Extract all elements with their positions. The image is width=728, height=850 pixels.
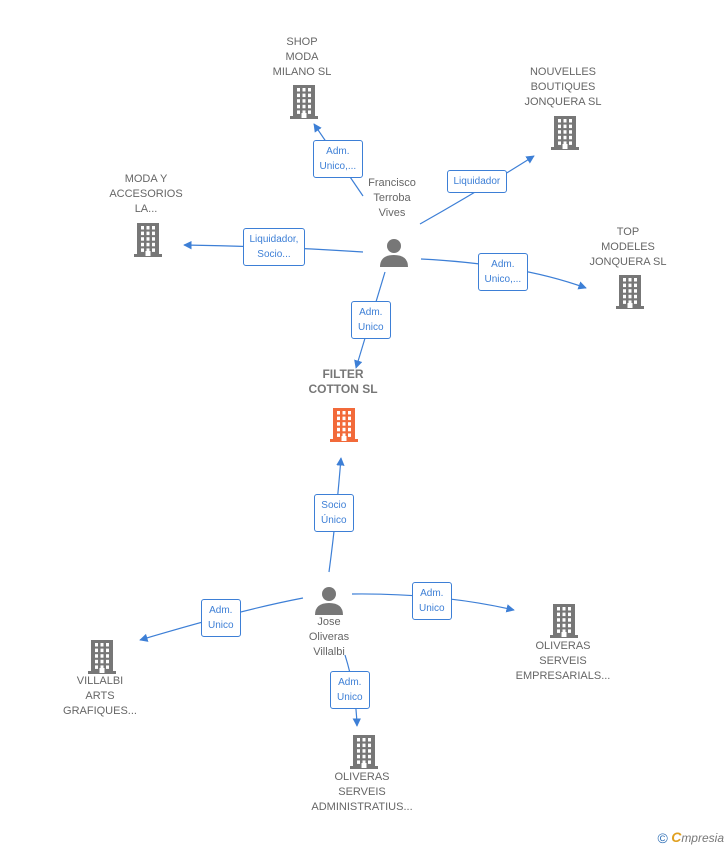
brand-name: mpresia [681, 831, 724, 845]
copyright-icon: © [657, 830, 668, 846]
node-label: FILTER COTTON SL [308, 367, 378, 396]
node-label: OLIVERAS SERVEIS ADMINISTRATIUS... [311, 771, 413, 813]
edge-label[interactable]: Adm. Unico [201, 599, 241, 637]
edge-label[interactable]: Adm. Unico [330, 671, 370, 709]
building-icon [348, 734, 380, 775]
node-label: SHOP MODA MILANO SL [272, 36, 332, 78]
building-icon [288, 84, 320, 125]
edge-label[interactable]: Socio Único [314, 494, 354, 532]
person-icon [314, 585, 344, 620]
node-label: Jose Oliveras Villalbi [308, 616, 350, 658]
brand-initial: C [671, 829, 682, 845]
building-icon [549, 115, 581, 156]
edge-label[interactable]: Liquidador [446, 169, 508, 193]
building-icon [614, 274, 646, 315]
edge-label[interactable]: Adm. Unico [412, 582, 452, 620]
node-label: TOP MODELES JONQUERA SL [589, 226, 667, 268]
footer-brand[interactable]: © Cmpresia [658, 829, 724, 846]
edge-label[interactable]: Adm. Unico [351, 301, 391, 339]
node-label: MODA Y ACCESORIOS LA... [109, 173, 183, 215]
edge-label[interactable]: Liquidador, Socio... [242, 228, 306, 266]
node-label: VILLALBI ARTS GRAFIQUES... [63, 675, 137, 717]
edge-label[interactable]: Adm. Unico,... [477, 253, 529, 291]
building-icon [132, 222, 164, 263]
building-icon [328, 407, 360, 448]
building-icon [548, 603, 580, 644]
node-label: NOUVELLES BOUTIQUES JONQUERA SL [524, 66, 602, 108]
building-icon [86, 639, 118, 680]
edge-label[interactable]: Adm. Unico,... [312, 140, 364, 178]
node-label: OLIVERAS SERVEIS EMPRESARIALS... [515, 640, 611, 682]
person-icon [379, 237, 409, 272]
node-label: Francisco Terroba Vives [368, 177, 416, 219]
